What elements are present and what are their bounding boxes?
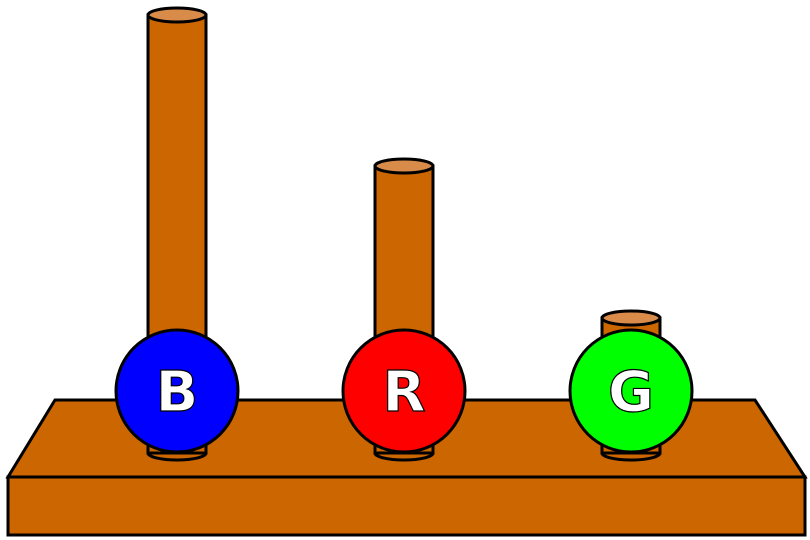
- ball-g-label: G: [608, 360, 654, 425]
- peg-right-top: [600, 309, 662, 327]
- ball-r[interactable]: R: [341, 328, 467, 454]
- ball-r-label: R: [382, 360, 425, 425]
- ball-b-circle: [114, 328, 240, 454]
- ball-r-circle: [341, 328, 467, 454]
- peg-left-top: [146, 6, 208, 24]
- ball-b-label: B: [156, 360, 199, 425]
- ball-b[interactable]: B: [114, 328, 240, 454]
- base-front-face: [6, 475, 807, 537]
- peg-middle-top: [373, 157, 435, 175]
- ball-g[interactable]: G: [568, 328, 694, 454]
- ball-g-circle: [568, 328, 694, 454]
